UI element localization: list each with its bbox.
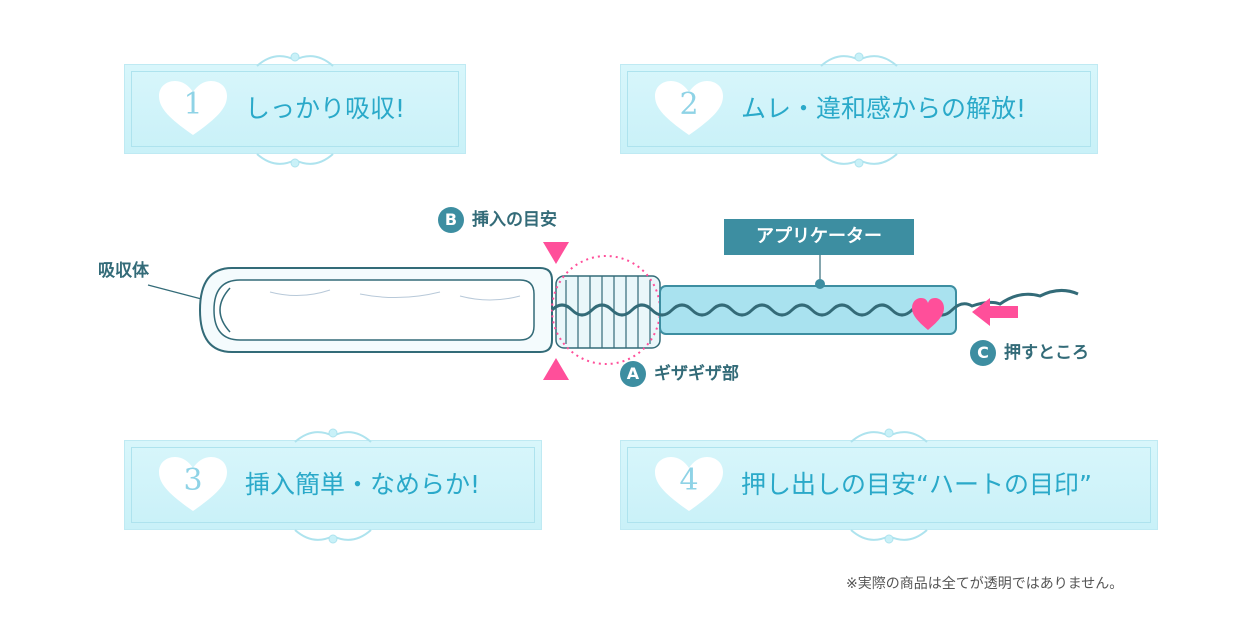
heart-icon — [159, 457, 227, 511]
feature-number: 4 — [679, 463, 699, 498]
grip-ridges — [555, 275, 661, 349]
ornament-icon — [820, 52, 898, 67]
callout-a: A ギザギザ部 — [620, 359, 739, 387]
callout-b: B 挿入の目安 — [438, 205, 557, 233]
circle-c-badge: C — [970, 340, 996, 366]
feature-box-1: 1 しっかり吸収! — [124, 64, 466, 154]
absorbent-fold — [269, 289, 521, 301]
feature-label: 挿入簡単・なめらか! — [245, 470, 481, 499]
ornament-icon — [850, 529, 928, 544]
ornament-icon — [850, 428, 928, 443]
ornament-icon — [294, 529, 372, 544]
twisted-string — [550, 289, 1079, 317]
feature-box-border — [627, 71, 1091, 147]
ornament-icon — [256, 52, 334, 67]
ornament-icon — [820, 153, 898, 168]
feature-box-4: 4 押し出しの目安“ハートの目印” — [620, 440, 1158, 530]
b-marker-triangle — [543, 242, 569, 264]
callout-b-label: 挿入の目安 — [472, 210, 557, 230]
a-marker-triangle — [543, 358, 569, 380]
feature-box-border — [131, 447, 535, 523]
applicator-tube — [659, 285, 957, 335]
feature-label: しっかり吸収! — [245, 94, 406, 123]
absorbent-tip — [219, 287, 231, 333]
feature-number: 1 — [183, 87, 203, 122]
absorbent-label: 吸収体 — [98, 261, 149, 281]
feature-box-border — [627, 447, 1151, 523]
push-arrow-icon — [972, 298, 1018, 326]
absorbent-body — [213, 279, 535, 341]
feature-number: 2 — [679, 87, 699, 122]
circle-b-badge: B — [438, 207, 464, 233]
applicator-tag: アプリケーター — [724, 219, 914, 255]
heart-icon — [159, 81, 227, 135]
feature-box-3: 3 挿入簡単・なめらか! — [124, 440, 542, 530]
callout-a-label: ギザギザ部 — [654, 364, 739, 384]
applicator-leader-dot — [815, 279, 825, 289]
feature-box-border — [131, 71, 459, 147]
callout-c: C 押すところ — [970, 338, 1089, 366]
disclaimer-note: ※実際の商品は全てが透明ではありません。 — [846, 576, 1124, 592]
ornament-icon — [294, 428, 372, 443]
ornament-icon — [256, 153, 334, 168]
callout-c-label: 押すところ — [1004, 343, 1089, 363]
heart-marker-icon — [912, 298, 944, 330]
circle-a-badge: A — [620, 361, 646, 387]
feature-number: 3 — [183, 463, 203, 498]
heart-icon — [655, 81, 723, 135]
feature-box-2: 2 ムレ・違和感からの解放! — [620, 64, 1098, 154]
feature-label: ムレ・違和感からの解放! — [741, 94, 1027, 123]
feature-label: 押し出しの目安“ハートの目印” — [741, 470, 1092, 499]
heart-icon — [655, 457, 723, 511]
